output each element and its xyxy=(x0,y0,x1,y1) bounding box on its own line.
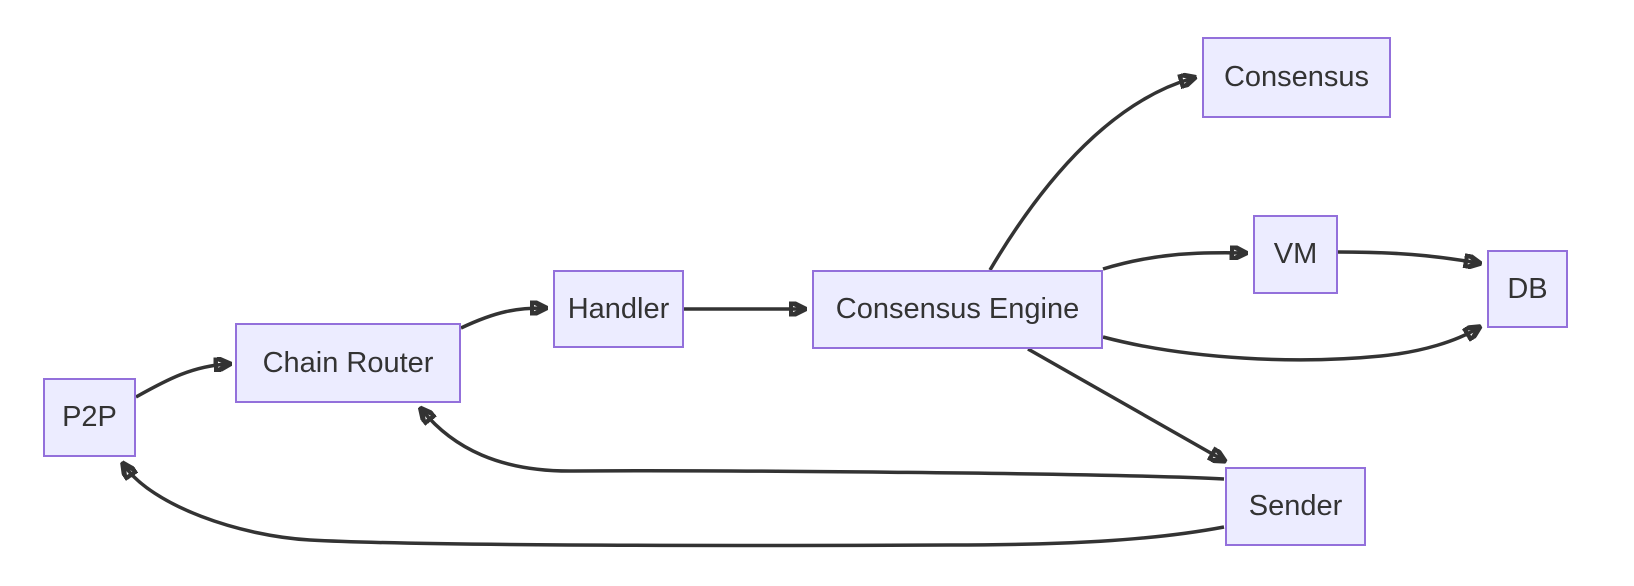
node-consensus-label: Consensus xyxy=(1223,61,1370,93)
edge-consensus-engine-to-vm xyxy=(1102,253,1244,271)
node-p2p-label: P2P xyxy=(62,401,117,433)
node-chain-router: Chain Router xyxy=(235,323,461,403)
node-handler: Handler xyxy=(553,270,684,348)
node-db: DB xyxy=(1487,250,1568,328)
edge-p2p-to-chain-router xyxy=(135,364,228,399)
edge-consensus-engine-to-sender xyxy=(1027,347,1223,460)
node-chain-router-label: Chain Router xyxy=(262,346,434,379)
edge-sender-to-chain-router xyxy=(422,410,1225,481)
edge-consensus-engine-to-db xyxy=(1102,328,1478,362)
node-sender: Sender xyxy=(1225,467,1366,546)
node-consensus-engine: Consensus Engine xyxy=(812,270,1103,349)
edge-consensus-engine-to-consensus xyxy=(988,78,1193,271)
edge-vm-to-db xyxy=(1337,250,1478,263)
node-vm-label: VM xyxy=(1273,238,1318,270)
edge-sender-to-p2p xyxy=(124,465,1225,548)
node-db-label: DB xyxy=(1507,272,1548,305)
node-p2p: P2P xyxy=(43,378,136,457)
node-consensus-engine-label: Consensus Engine xyxy=(835,293,1080,325)
node-sender-label: Sender xyxy=(1248,490,1343,522)
node-consensus: Consensus xyxy=(1202,37,1391,118)
edge-chain-router-to-handler xyxy=(460,308,544,330)
node-vm: VM xyxy=(1253,215,1338,294)
node-handler-label: Handler xyxy=(567,292,670,325)
